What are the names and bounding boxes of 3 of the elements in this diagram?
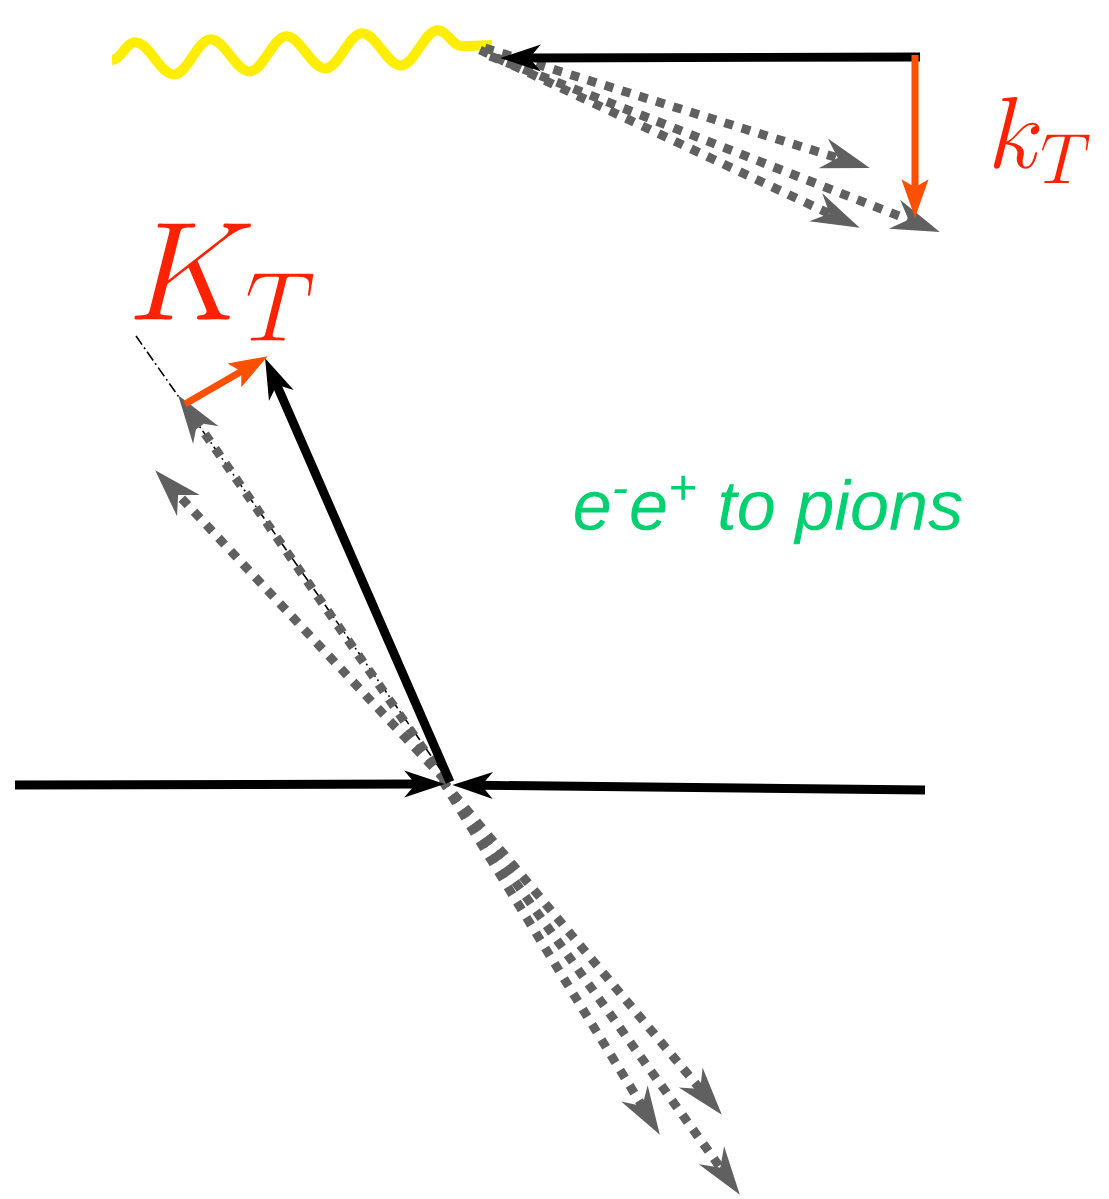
process-label: e$^{-}$e$^{+}$ to pions — [575, 475, 962, 545]
formula-label: $k_T$ — [993, 97, 1090, 183]
formula-label: $K_T$ — [134, 223, 314, 341]
